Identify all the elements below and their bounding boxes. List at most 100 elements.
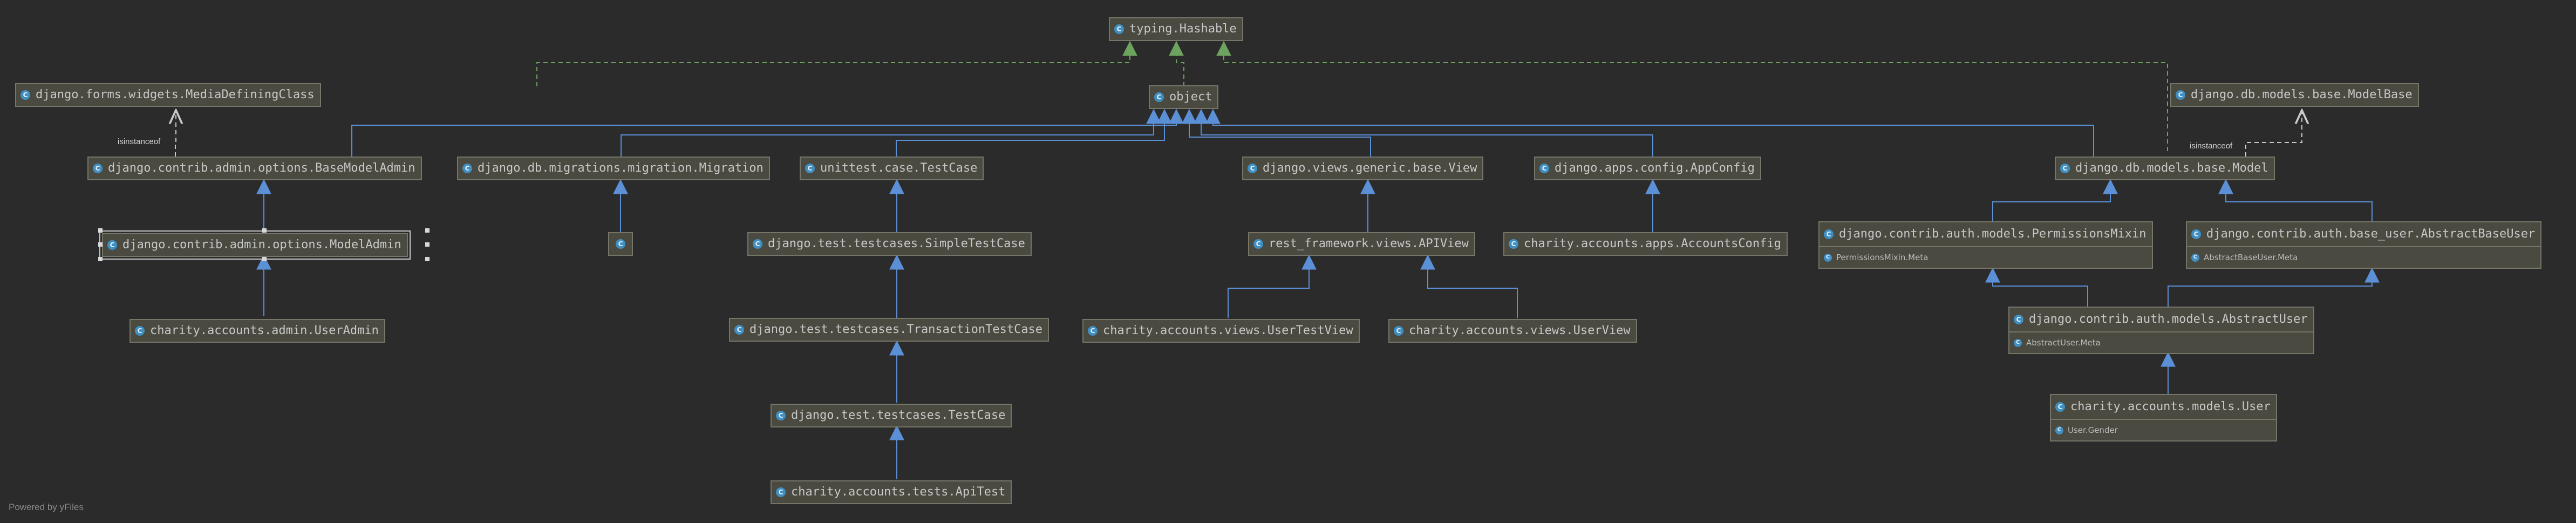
class-icon: C <box>93 164 103 173</box>
inner-class-label: AbstractBaseUser.Meta <box>2204 253 2298 262</box>
node-header: C django.contrib.auth.base_user.Abstract… <box>2187 222 2541 247</box>
class-icon: C <box>776 411 786 420</box>
node-generic-view[interactable]: C django.views.generic.base.View <box>1242 157 1484 180</box>
selection-handle[interactable] <box>425 242 430 247</box>
node-label: django.db.migrations.migration.Migration <box>478 161 764 175</box>
class-icon: C <box>2191 229 2201 239</box>
class-icon: C <box>2055 426 2063 434</box>
node-label: charity.accounts.models.User <box>2070 400 2271 413</box>
node-unittest-testcase[interactable]: C unittest.case.TestCase <box>800 157 984 180</box>
node-abstract-base-user[interactable]: C django.contrib.auth.base_user.Abstract… <box>2186 221 2542 269</box>
class-icon: C <box>2191 253 2199 262</box>
class-icon: C <box>1824 253 1832 262</box>
selection-handle[interactable] <box>262 228 267 233</box>
class-icon: C <box>2176 90 2185 100</box>
class-icon: C <box>1394 326 1403 336</box>
selection-handle[interactable] <box>262 257 267 261</box>
node-label: charity.accounts.views.UserView <box>1409 324 1631 337</box>
class-icon: C <box>1509 239 1518 249</box>
node-django-testcase[interactable]: C django.test.testcases.TestCase <box>771 404 1012 427</box>
node-label: charity.accounts.views.UserTestView <box>1103 324 1353 337</box>
node-label: charity.accounts.tests.ApiTest <box>791 485 1006 499</box>
class-icon: C <box>805 164 815 173</box>
powered-by-footer: Powered by yFiles <box>9 502 84 512</box>
edge-object-to-hashable <box>536 40 2168 151</box>
node-header: C django.contrib.auth.models.Permissions… <box>1819 222 2152 247</box>
node-label: rest_framework.views.APIView <box>1269 237 1469 250</box>
edge-inheritance-to-object <box>351 108 2094 157</box>
edge-isinstanceof <box>175 110 2302 157</box>
node-label: typing.Hashable <box>1129 22 1237 36</box>
node-api-test[interactable]: C charity.accounts.tests.ApiTest <box>771 480 1012 504</box>
node-accounts-config[interactable]: C charity.accounts.apps.AccountsConfig <box>1503 232 1788 256</box>
class-icon: C <box>1114 24 1124 34</box>
node-model-admin[interactable]: C django.contrib.admin.options.ModelAdmi… <box>99 230 411 260</box>
class-icon: C <box>21 90 30 100</box>
node-migration[interactable]: C django.db.migrations.migration.Migrati… <box>457 157 770 180</box>
class-icon: C <box>2055 402 2065 412</box>
node-user-admin[interactable]: C charity.accounts.admin.UserAdmin <box>130 319 385 343</box>
selection-handle[interactable] <box>425 228 430 233</box>
edge-label-isinstanceof: isinstanceof <box>2190 141 2233 151</box>
node-label: django.apps.config.AppConfig <box>1555 161 1755 175</box>
node-user-test-view[interactable]: C charity.accounts.views.UserTestView <box>1082 319 1360 343</box>
node-label: unittest.case.TestCase <box>820 161 978 175</box>
node-label: django.test.testcases.TestCase <box>791 409 1006 422</box>
class-icon: C <box>2014 315 2023 324</box>
inner-class-row[interactable]: C AbstractBaseUser.Meta <box>2187 247 2302 268</box>
selection-handle[interactable] <box>98 257 103 261</box>
node-header: C charity.accounts.models.User <box>2051 395 2276 420</box>
class-icon: C <box>1824 229 1834 239</box>
node-label: charity.accounts.admin.UserAdmin <box>150 324 379 337</box>
node-label: django.db.models.base.Model <box>2075 161 2268 175</box>
inner-class-label: AbstractUser.Meta <box>2026 338 2101 348</box>
selection-handle[interactable] <box>425 257 430 261</box>
node-label: django.views.generic.base.View <box>1263 161 1477 175</box>
node-label: charity.accounts.apps.AccountsConfig <box>1524 237 1781 250</box>
class-icon: C <box>734 325 744 335</box>
class-icon: C <box>776 487 786 497</box>
node-label: django.db.models.base.ModelBase <box>2191 88 2413 101</box>
node-simple-testcase[interactable]: C django.test.testcases.SimpleTestCase <box>747 232 1032 256</box>
inner-class-row[interactable]: C User.Gender <box>2051 420 2122 440</box>
node-permissions-mixin[interactable]: C django.contrib.auth.models.Permissions… <box>1818 221 2153 269</box>
node-app-config[interactable]: C django.apps.config.AppConfig <box>1534 157 1761 180</box>
node-label: django.contrib.admin.options.ModelAdmin <box>122 238 401 252</box>
inner-class-row[interactable]: C AbstractUser.Meta <box>2009 332 2105 353</box>
node-label: django.test.testcases.SimpleTestCase <box>768 237 1025 250</box>
node-header: C django.contrib.auth.models.AbstractUse… <box>2009 308 2313 332</box>
selection-handle[interactable] <box>98 242 103 247</box>
node-abstract-user[interactable]: C django.contrib.auth.models.AbstractUse… <box>2008 307 2314 354</box>
inner-class-row[interactable]: C PermissionsMixin.Meta <box>1819 247 1932 268</box>
node-transaction-testcase[interactable]: C django.test.testcases.TransactionTestC… <box>729 318 1050 342</box>
node-label: django.contrib.auth.base_user.AbstractBa… <box>2206 227 2536 241</box>
node-base-model-admin[interactable]: C django.contrib.admin.options.BaseModel… <box>87 157 422 180</box>
class-icon: C <box>1088 326 1098 336</box>
selection-handle[interactable] <box>98 228 103 233</box>
node-object[interactable]: C object <box>1149 85 1219 109</box>
node-user-view[interactable]: C charity.accounts.views.UserView <box>1388 319 1637 343</box>
node-migration-child[interactable]: C <box>608 232 633 256</box>
node-apiview[interactable]: C rest_framework.views.APIView <box>1248 232 1475 256</box>
class-icon: C <box>616 239 625 249</box>
node-label: django.forms.widgets.MediaDefiningClass <box>36 88 315 101</box>
node-label: django.contrib.auth.models.PermissionsMi… <box>1839 227 2146 241</box>
inner-class-label: User.Gender <box>2068 425 2118 435</box>
class-icon: C <box>462 164 472 173</box>
class-icon: C <box>2060 164 2070 173</box>
node-label: django.contrib.auth.models.AbstractUser <box>2029 313 2308 326</box>
node-user[interactable]: C charity.accounts.models.User C User.Ge… <box>2050 394 2277 442</box>
node-media-defining-class[interactable]: C django.forms.widgets.MediaDefiningClas… <box>15 83 321 107</box>
class-icon: C <box>1154 92 1164 102</box>
node-label: django.test.testcases.TransactionTestCas… <box>749 323 1043 336</box>
class-icon: C <box>2014 338 2022 347</box>
class-icon: C <box>1539 164 1549 173</box>
class-icon: C <box>107 240 117 250</box>
node-typing-hashable[interactable]: C typing.Hashable <box>1109 17 1243 41</box>
node-db-model[interactable]: C django.db.models.base.Model <box>2055 157 2275 180</box>
node-label: object <box>1169 90 1212 104</box>
inner-class-label: PermissionsMixin.Meta <box>1836 253 1928 262</box>
class-icon: C <box>1248 164 1257 173</box>
node-modelbase[interactable]: C django.db.models.base.ModelBase <box>2170 83 2419 107</box>
